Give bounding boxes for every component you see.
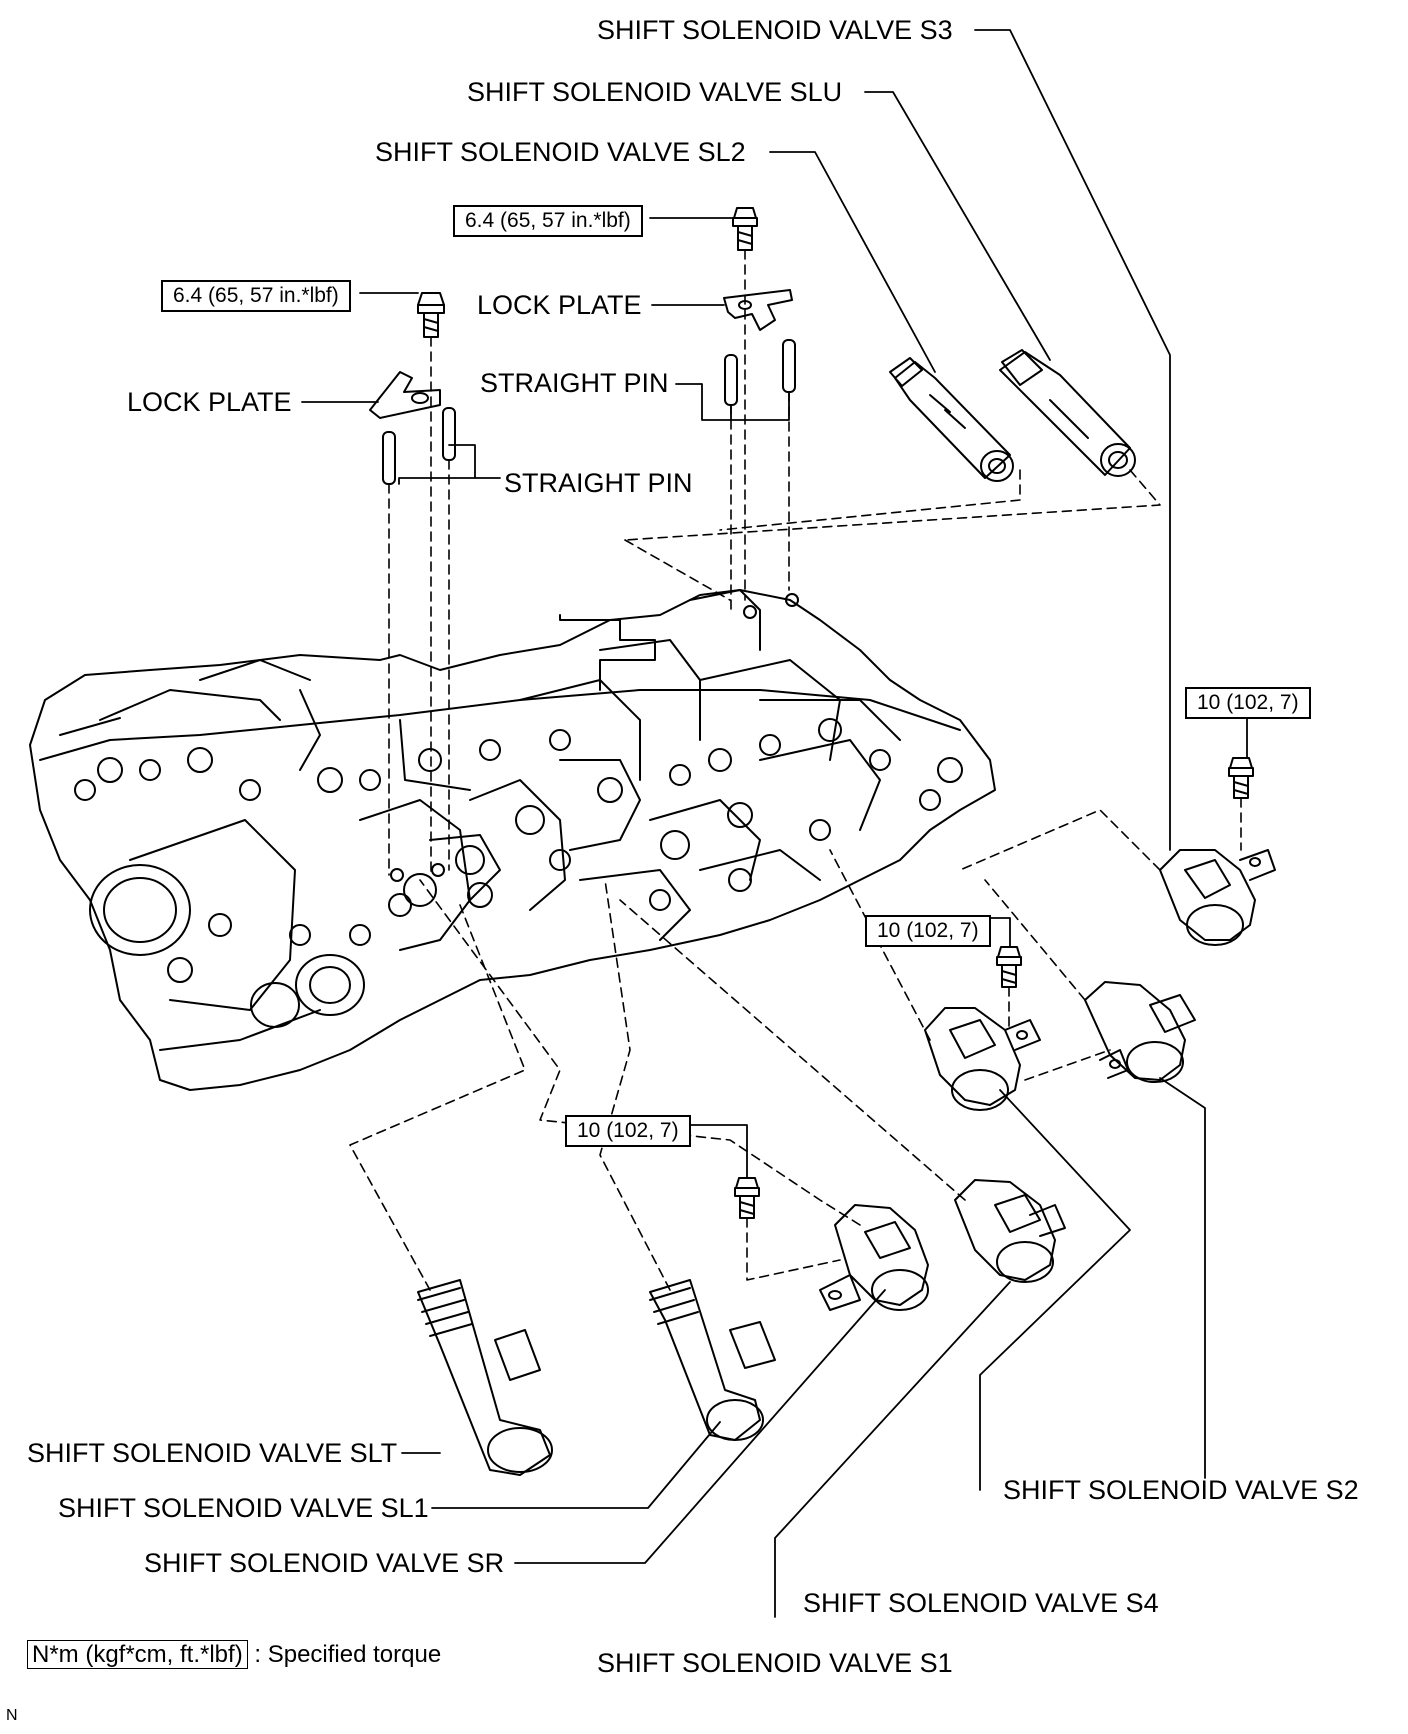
lock-plate-left — [369, 371, 441, 419]
legend-text: : Specified torque — [254, 1641, 442, 1668]
label-shift-solenoid-valve-sr: SHIFT SOLENOID VALVE SR — [144, 1548, 505, 1578]
solenoid-s4 — [924, 1007, 1041, 1111]
bolt-s3 — [1228, 757, 1254, 799]
solenoid-sl1 — [649, 1279, 776, 1441]
leader-lines — [301, 29, 1248, 1618]
label-shift-solenoid-valve-s1: SHIFT SOLENOID VALVE S1 — [597, 1648, 953, 1678]
alignment-dashes — [349, 249, 1242, 1291]
label-straight-pin-left: STRAIGHT PIN — [504, 468, 693, 498]
label-shift-solenoid-valve-sl1: SHIFT SOLENOID VALVE SL1 — [58, 1493, 429, 1523]
label-straight-pin-right: STRAIGHT PIN — [480, 368, 669, 398]
bolt-s4 — [996, 946, 1022, 988]
solenoid-s3 — [1159, 849, 1276, 946]
label-shift-solenoid-valve-s3: SHIFT SOLENOID VALVE S3 — [597, 15, 953, 45]
torque-spec-top-right-bolt: 6.4 (65, 57 in.*lbf) — [453, 205, 643, 237]
lock-plate-right — [723, 289, 793, 331]
torque-spec-s3-bolt: 10 (102, 7) — [1185, 687, 1311, 719]
solenoid-slt — [417, 1279, 553, 1476]
torque-legend: N*m (kgf*cm, ft.*lbf) : Specified torque — [27, 1640, 441, 1670]
label-shift-solenoid-valve-slu: SHIFT SOLENOID VALVE SLU — [467, 77, 843, 107]
label-lock-plate-left: LOCK PLATE — [127, 387, 292, 417]
label-lock-plate-right: LOCK PLATE — [477, 290, 642, 320]
torque-spec-s4-bolt: 10 (102, 7) — [865, 915, 991, 947]
corner-mark: N — [6, 1707, 18, 1724]
valve-body — [29, 589, 996, 1091]
torque-spec-sr-bolt: 10 (102, 7) — [565, 1115, 691, 1147]
torque-spec-top-left-bolt: 6.4 (65, 57 in.*lbf) — [161, 280, 351, 312]
solenoid-s2 — [1084, 981, 1196, 1083]
legend-unit-box: N*m (kgf*cm, ft.*lbf) — [27, 1640, 248, 1669]
straight-pins — [382, 339, 796, 485]
solenoid-sr — [819, 1204, 929, 1311]
solenoid-slu — [999, 349, 1136, 477]
solenoid-sl2 — [889, 357, 1014, 482]
label-shift-solenoid-valve-sl2: SHIFT SOLENOID VALVE SL2 — [375, 137, 746, 167]
label-shift-solenoid-valve-s4: SHIFT SOLENOID VALVE S4 — [803, 1588, 1159, 1618]
label-shift-solenoid-valve-slt: SHIFT SOLENOID VALVE SLT — [27, 1438, 398, 1468]
solenoid-s1 — [954, 1179, 1066, 1283]
bolt-top-left — [417, 292, 445, 338]
label-shift-solenoid-valve-s2: SHIFT SOLENOID VALVE S2 — [1003, 1475, 1359, 1505]
bolt-top-center — [732, 207, 758, 251]
bolt-sr — [734, 1177, 760, 1219]
